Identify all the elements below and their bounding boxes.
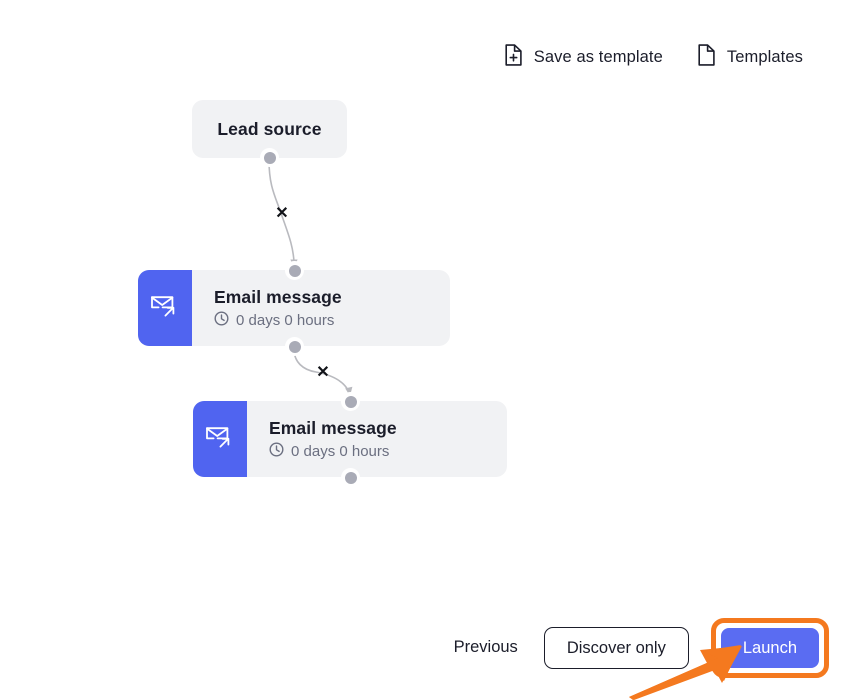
save-as-template-button[interactable]: Save as template	[502, 42, 665, 73]
save-as-template-label: Save as template	[533, 48, 663, 66]
canvas-toolbar: Save as template Templates	[502, 42, 805, 73]
templates-label: Templates	[726, 48, 803, 66]
node-email-message-1-delay: 0 days 0 hours	[214, 310, 450, 330]
launch-button-highlight: Launch	[710, 617, 829, 678]
launch-button[interactable]: Launch	[720, 627, 819, 668]
node-email-message-1-output-port[interactable]	[285, 337, 304, 356]
node-email-message-1[interactable]: Email message 0 days 0 hours	[138, 270, 450, 346]
discover-only-button[interactable]: Discover only	[543, 626, 689, 669]
previous-button[interactable]: Previous	[450, 632, 522, 663]
document-plus-icon	[504, 44, 523, 71]
node-lead-source-title: Lead source	[217, 118, 322, 139]
footer-actions: Previous Discover only Launch	[450, 617, 829, 678]
clock-icon	[214, 310, 229, 330]
node-email-message-2-body: Email message 0 days 0 hours	[247, 401, 507, 477]
node-email-message-1-input-port[interactable]	[285, 261, 304, 280]
node-email-message-1-delay-text: 0 days 0 hours	[236, 311, 335, 329]
email-send-icon	[205, 424, 235, 455]
node-email-message-1-body: Email message 0 days 0 hours	[192, 270, 450, 346]
node-email-message-2-output-port[interactable]	[341, 468, 360, 487]
email-send-icon-box	[193, 401, 247, 477]
document-icon	[697, 44, 716, 71]
node-email-message-1-title: Email message	[214, 286, 342, 307]
node-email-message-2-title: Email message	[269, 417, 397, 438]
node-email-message-2-delay-text: 0 days 0 hours	[291, 442, 390, 460]
email-send-icon	[150, 293, 180, 324]
node-email-message-2[interactable]: Email message 0 days 0 hours	[193, 401, 507, 477]
email-send-icon-box	[138, 270, 192, 346]
clock-icon	[269, 441, 284, 461]
node-lead-source-output-port[interactable]	[260, 148, 279, 167]
edge-delete-button-2[interactable]: ✕	[316, 364, 330, 381]
edge-delete-button-1[interactable]: ✕	[275, 205, 289, 222]
templates-button[interactable]: Templates	[695, 42, 805, 73]
node-email-message-2-input-port[interactable]	[341, 392, 360, 411]
node-email-message-2-delay: 0 days 0 hours	[269, 441, 507, 461]
